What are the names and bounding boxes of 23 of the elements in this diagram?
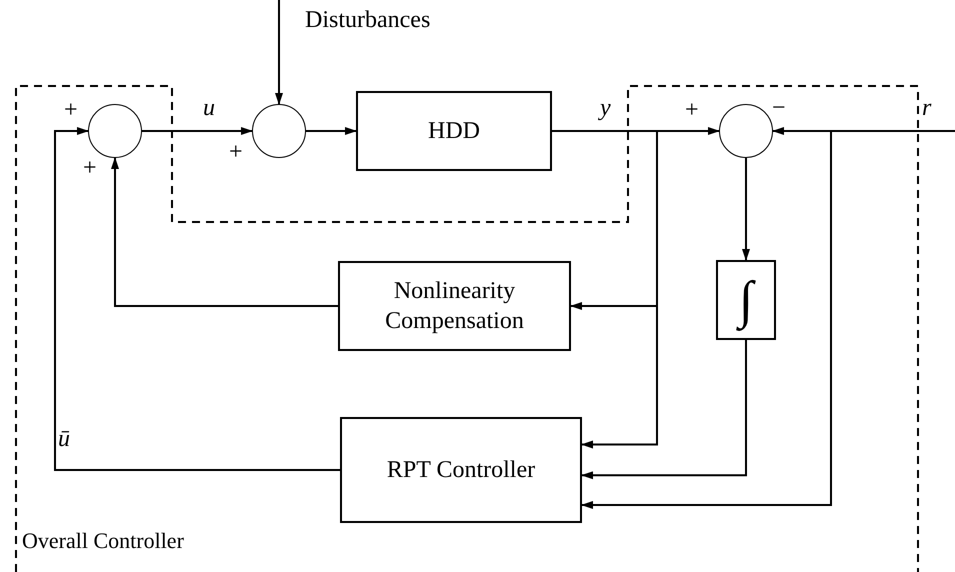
edge-label: u: [203, 96, 215, 120]
block-label: RPT Controller: [386, 456, 536, 485]
block-label: Nonlinearity Compensation: [384, 277, 525, 336]
arrow: [581, 340, 747, 480]
summing-junction: [719, 104, 773, 158]
arrow: [306, 127, 357, 135]
edge-label: ū: [58, 427, 70, 451]
arrow: [742, 158, 750, 261]
summing-junction: [252, 104, 306, 158]
block-box: [356, 91, 552, 171]
block-label: HDD: [428, 117, 480, 146]
arrow: [142, 127, 253, 135]
integral-symbol: ∫: [738, 268, 754, 332]
arrow: [111, 157, 338, 307]
edge-label: Disturbances: [305, 8, 430, 32]
arrow: [54, 127, 340, 471]
block-box: [340, 417, 582, 523]
arrow: [275, 0, 283, 105]
edge-label: y: [600, 96, 611, 120]
block-box: [716, 260, 776, 340]
edge-label: r: [922, 96, 932, 120]
block-box: [338, 261, 571, 351]
summing-junction: [88, 104, 142, 158]
